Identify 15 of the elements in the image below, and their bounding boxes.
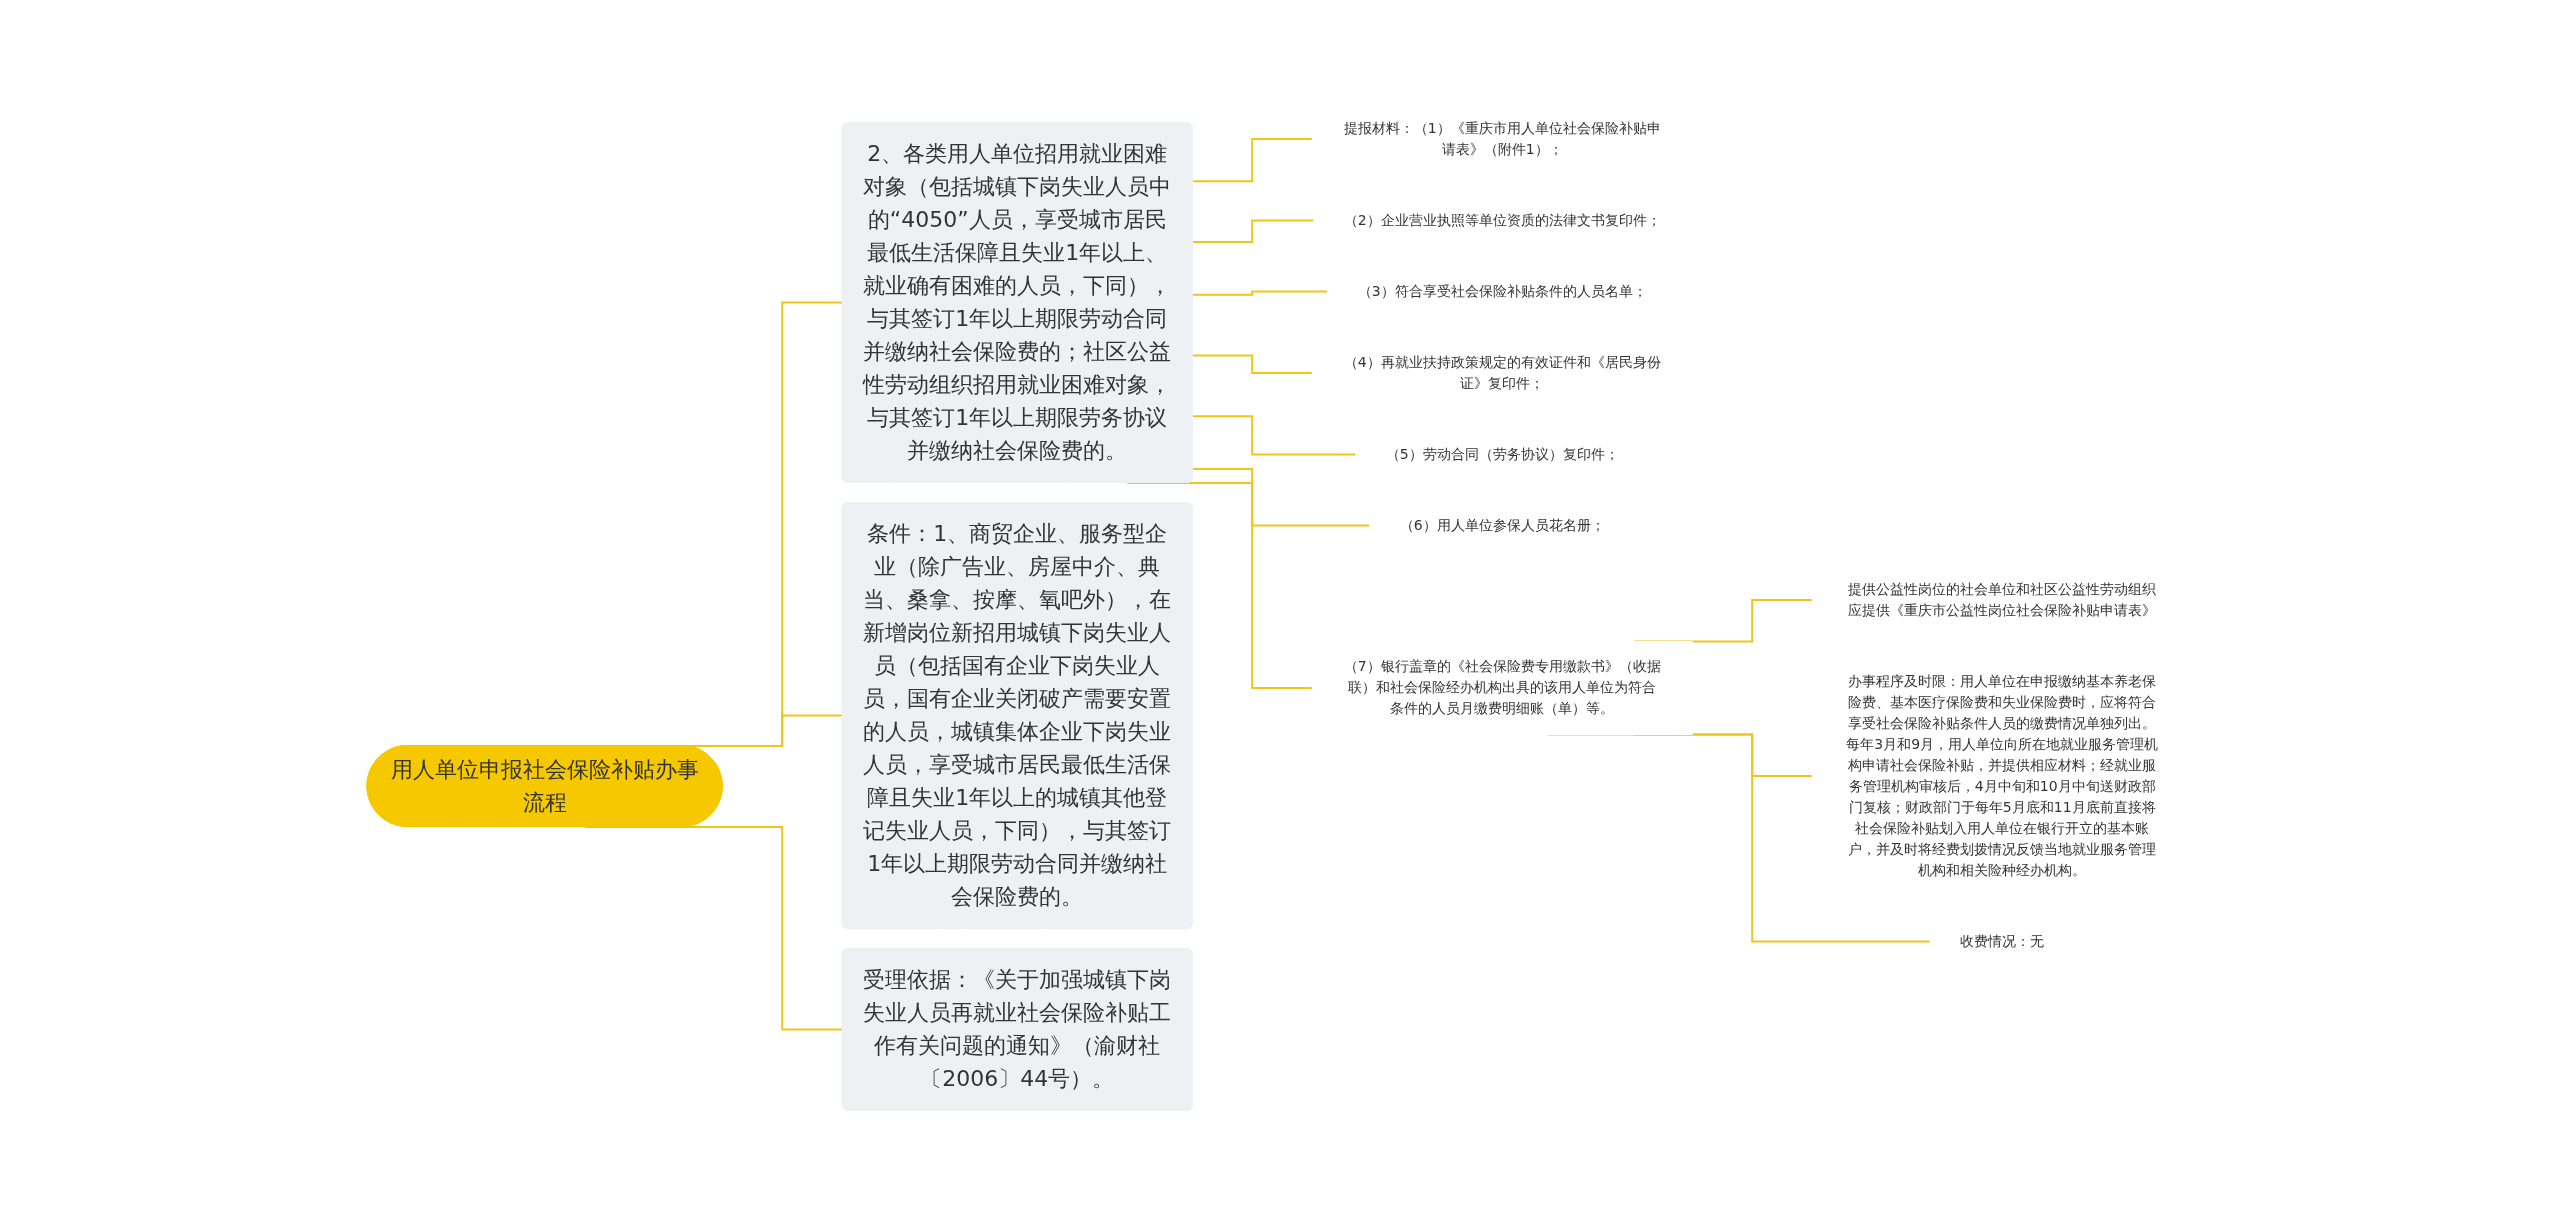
connector xyxy=(1192,290,1330,296)
node-text: 办事程序及时限：用人单位在申报缴纳基本养老保险费、基本医疗保险费和失业保险费时，应将符合享受社会保险补贴条件人员的缴费情况单独列出。每年3月和9月，用人单位向所在地就业服务管理机构申请社会保险补贴，并提供相应材料；经就业服务管理机构审核后，4月中旬和10月中旬送财政部门复核；财政部门于每年5月底和11月底前直接将社会保险补贴划入用人单位在银行开立的基本账户，并及时将经费划拨情况反馈当地就业服务管理机构和相关险种经办机构。 xyxy=(1846,672,2159,878)
node-text: 提供公益性岗位的社会单位和社区公益性劳动组织应提供《重庆市公益性岗位社会保险补贴申请表》 xyxy=(1848,580,2157,618)
connector xyxy=(1192,354,1314,374)
node-text: （6）用人单位参保人员花名册； xyxy=(1400,516,1606,533)
node-text: （4）再就业扶持政策规定的有效证件和《居民身份证》复印件； xyxy=(1344,353,1662,391)
node-text: （2）企业营业执照等单位资质的法律文书复印件； xyxy=(1344,211,1662,228)
connector xyxy=(1192,137,1314,182)
connector xyxy=(1192,414,1358,456)
node-text: （5）劳动合同（劳务协议）复印件； xyxy=(1386,445,1620,462)
connector xyxy=(1192,219,1316,243)
node-text: （3）符合享受社会保险补贴条件的人员名单； xyxy=(1358,282,1648,299)
node-text: 收费情况：无 xyxy=(1960,932,2045,949)
node-text: 提报材料：（1）《重庆市用人单位社会保险补贴申请表》（附件1）； xyxy=(1344,119,1662,157)
connector xyxy=(1192,467,1372,527)
